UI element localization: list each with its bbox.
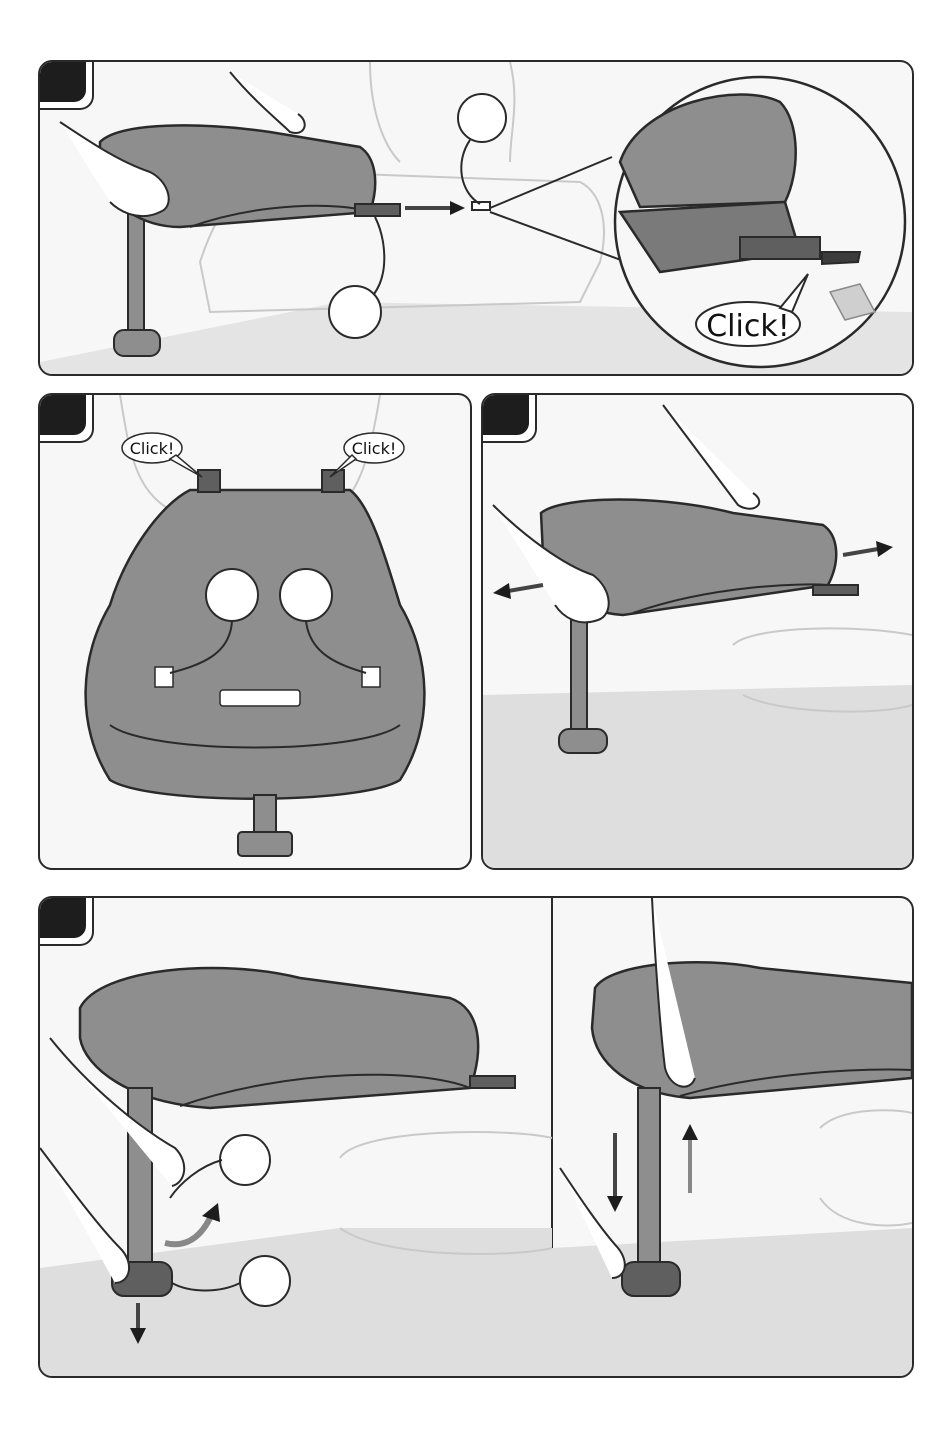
step-number-tab: [38, 60, 86, 102]
arrow-down-icon: [607, 1133, 623, 1212]
step-number-tab: [38, 896, 86, 938]
step-number-tab: [481, 393, 529, 435]
step-panel-1: Click!: [38, 60, 914, 376]
isofix-connector: [198, 470, 220, 492]
step-panel-2: Click! Click!: [38, 393, 472, 870]
step-2-illustration: Click! Click!: [40, 395, 470, 868]
isofix-base: [592, 962, 912, 1098]
leg-foot: [559, 729, 607, 753]
leg-foot: [622, 1262, 680, 1296]
support-leg: [254, 795, 276, 835]
arrow-right-icon: [843, 541, 893, 557]
isofix-connector: [470, 1076, 515, 1088]
callout-circle-icon: [206, 569, 258, 621]
step-panel-4: [38, 896, 914, 1378]
click-bubble-left: Click!: [122, 433, 202, 477]
release-indicator: [362, 667, 380, 687]
isofix-anchor: [472, 202, 490, 210]
support-leg: [128, 212, 144, 337]
release-indicator: [155, 667, 173, 687]
indicator-window: [220, 690, 300, 706]
callout-circle-icon: [280, 569, 332, 621]
isofix-base-top-view: [86, 490, 425, 799]
step-1-illustration: Click!: [40, 62, 912, 374]
arrow-up-icon: [682, 1124, 698, 1193]
step-panel-3: [481, 393, 914, 870]
callout-circle-icon: [458, 94, 506, 142]
callout-circle-icon: [240, 1256, 290, 1306]
isofix-connector: [813, 585, 858, 595]
leg-foot: [238, 832, 292, 856]
callout-circle-icon: [329, 286, 381, 338]
callout-circle-icon: [220, 1135, 270, 1185]
click-label-left: Click!: [130, 439, 175, 458]
support-leg: [128, 1088, 152, 1268]
arrow-left-icon: [493, 583, 543, 599]
step-number-tab: [38, 393, 86, 435]
isofix-connector: [355, 204, 400, 216]
step-4-illustration: [40, 898, 912, 1376]
curved-arrow-icon: [165, 1203, 220, 1244]
click-label: Click!: [706, 309, 790, 344]
step-3-illustration: [483, 395, 912, 868]
leg-foot: [114, 330, 160, 356]
support-leg: [638, 1088, 660, 1268]
arrow-right-icon: [405, 201, 465, 215]
support-leg: [571, 605, 587, 735]
click-label-right: Click!: [352, 439, 397, 458]
hand-icon: [663, 405, 759, 509]
hand-icon: [230, 72, 305, 133]
